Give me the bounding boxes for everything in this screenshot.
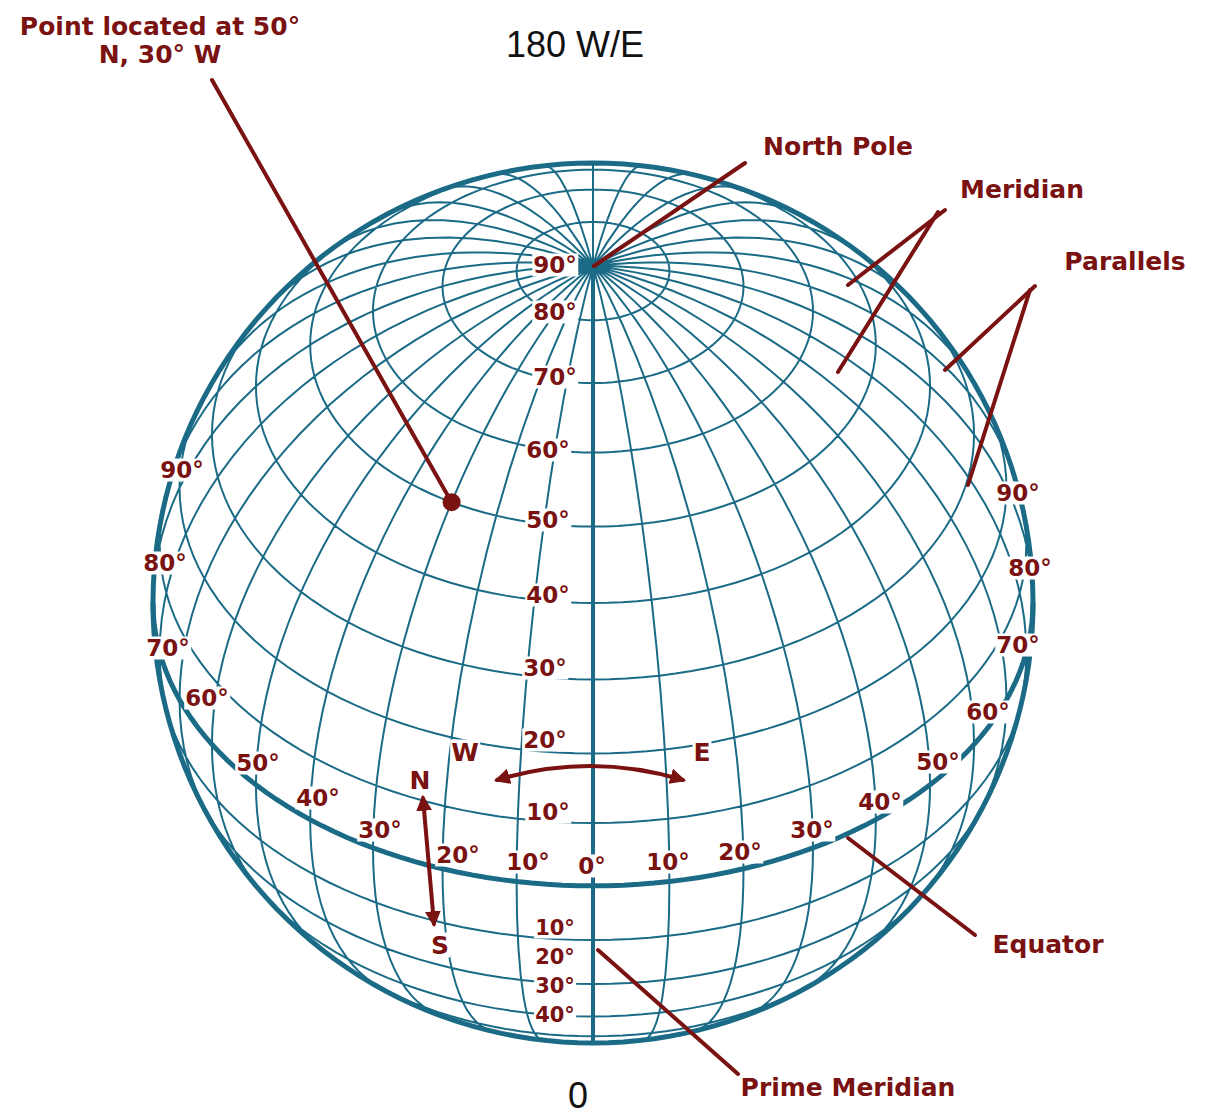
longitude-label: 20° (717, 841, 763, 864)
latitude-label: 20° (522, 729, 568, 752)
longitude-label: 50° (915, 751, 961, 774)
latitude-label: 70° (532, 366, 578, 389)
west-east-arrow (497, 766, 683, 780)
longitude-label: 70° (995, 634, 1041, 657)
longitude-label: 80° (1007, 557, 1053, 580)
longitude-label: 40° (857, 791, 903, 814)
latitude-label: 50° (525, 509, 571, 532)
leader-line (598, 950, 738, 1074)
north-south-arrow (423, 798, 434, 924)
graticule (153, 163, 1033, 1043)
globe-outline (153, 163, 1033, 1043)
axis-label: 0 (568, 1076, 588, 1116)
callout-label: Point located at 50° N, 30° W (10, 13, 310, 68)
latitude-label: 90° (532, 254, 578, 277)
leader-line (212, 80, 452, 502)
callout-label: North Pole (763, 133, 913, 161)
longitude-label: 10° (645, 851, 691, 874)
longitude-label: 50° (235, 752, 281, 775)
callout-label: Meridian (960, 176, 1084, 204)
latitude-label: 0° (577, 855, 607, 878)
direction-label: S (430, 933, 450, 958)
latitude-label: 40° (534, 1005, 576, 1026)
longitude-label: 80° (142, 552, 188, 575)
direction-label: W (450, 740, 480, 765)
longitude-label: 90° (159, 459, 205, 482)
leader-line (945, 286, 1035, 370)
leader-line (848, 838, 975, 935)
leader-line (594, 163, 745, 266)
latitude-label: 80° (532, 301, 578, 324)
leader-line (968, 290, 1030, 485)
direction-label: N (409, 768, 432, 793)
longitude-label: 30° (357, 819, 403, 842)
leader-line (838, 212, 938, 372)
longitude-label: 60° (184, 687, 230, 710)
callout-label: Equator (992, 931, 1103, 959)
longitude-label: 20° (435, 844, 481, 867)
location-dot (443, 493, 461, 511)
latitude-label: 30° (522, 657, 568, 680)
latitude-label: 20° (534, 947, 576, 968)
callout-label: Parallels (1064, 248, 1185, 276)
prime-meridian-line (591, 266, 595, 1043)
globe-fill (153, 163, 1033, 1043)
longitude-label: 70° (145, 637, 191, 660)
longitude-label: 30° (789, 819, 835, 842)
direction-label: E (692, 740, 711, 765)
latitude-label: 30° (534, 976, 576, 997)
longitude-label: 60° (965, 701, 1011, 724)
latitude-label: 10° (525, 801, 571, 824)
longitude-label: 40° (295, 787, 341, 810)
latitude-label: 10° (534, 918, 576, 939)
axis-label: 180 W/E (506, 25, 644, 65)
longitude-label: 90° (995, 482, 1041, 505)
latitude-label: 60° (525, 439, 571, 462)
longitude-label: 10° (505, 851, 551, 874)
callout-label: Prime Meridian (741, 1074, 956, 1102)
latitude-label: 40° (525, 584, 571, 607)
